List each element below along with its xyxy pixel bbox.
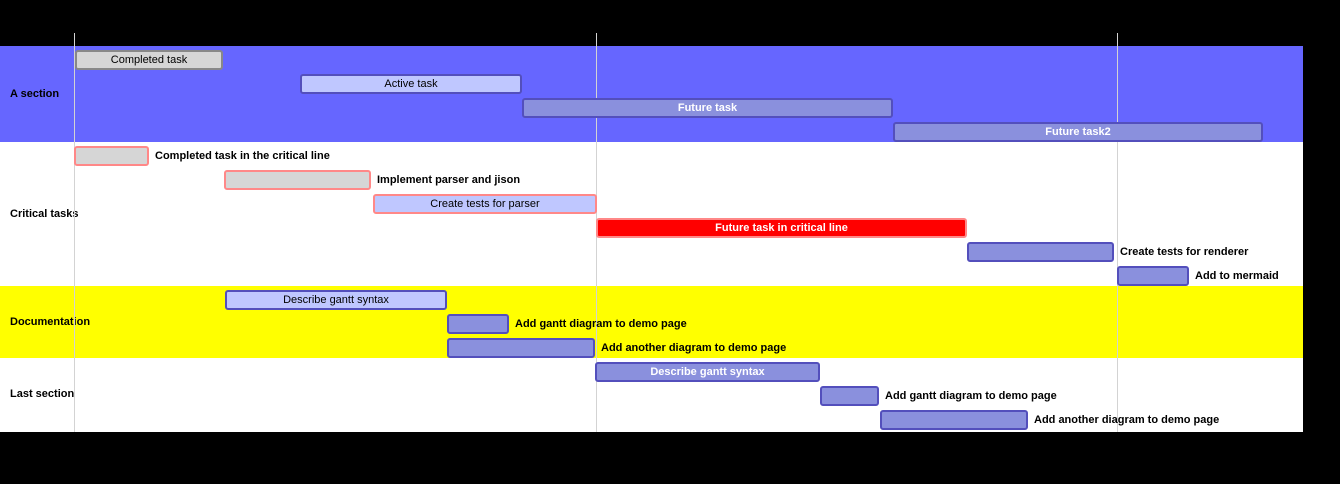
- task-label-outside: Create tests for renderer: [1120, 246, 1249, 258]
- task-label: Future task2: [1045, 125, 1111, 138]
- task-label: Completed task: [110, 53, 188, 66]
- task-label-outside: Add gantt diagram to demo page: [515, 318, 687, 330]
- task-label-outside: Add another diagram to demo page: [1034, 414, 1220, 426]
- task-label: Create tests for parser: [430, 197, 540, 210]
- task-label: Future task in critical line: [715, 221, 848, 234]
- task-label: Describe gantt syntax: [283, 293, 389, 306]
- section-band-2: [0, 286, 1303, 358]
- task-bar: Completed task: [75, 50, 223, 70]
- task-bar: Describe gantt syntax: [225, 290, 447, 310]
- task-bar: Describe gantt syntax: [595, 362, 820, 382]
- task-label-outside: Completed task in the critical line: [155, 150, 330, 162]
- task-label-outside: Add gantt diagram to demo page: [885, 390, 1057, 402]
- task-label: Describe gantt syntax: [650, 365, 765, 378]
- task-bar: [447, 314, 509, 334]
- grid-tick-line: [74, 33, 75, 432]
- section-label: Critical tasks: [10, 208, 79, 220]
- task-bar: Future task in critical line: [596, 218, 967, 238]
- task-label: Active task: [384, 77, 438, 90]
- task-bar: Active task: [300, 74, 522, 94]
- task-label-outside: Add to mermaid: [1195, 270, 1279, 282]
- section-label: Documentation: [10, 316, 91, 328]
- task-bar: [820, 386, 879, 406]
- section-label: Last section: [10, 388, 75, 400]
- grid-tick-line: [1116, 33, 1118, 432]
- task-label-outside: Add another diagram to demo page: [601, 342, 787, 354]
- section-label: A section: [10, 88, 60, 100]
- task-label-outside: Implement parser and jison: [377, 174, 521, 186]
- task-bar: [74, 146, 149, 166]
- task-bar: [224, 170, 371, 190]
- task-bar: Future task: [522, 98, 893, 118]
- task-label: Future task: [677, 101, 738, 114]
- task-bar: [447, 338, 595, 358]
- task-bar: [880, 410, 1028, 430]
- task-bar: [967, 242, 1114, 262]
- task-bar: Future task2: [893, 122, 1263, 142]
- task-bar: [1117, 266, 1189, 286]
- task-bar: Create tests for parser: [373, 194, 597, 214]
